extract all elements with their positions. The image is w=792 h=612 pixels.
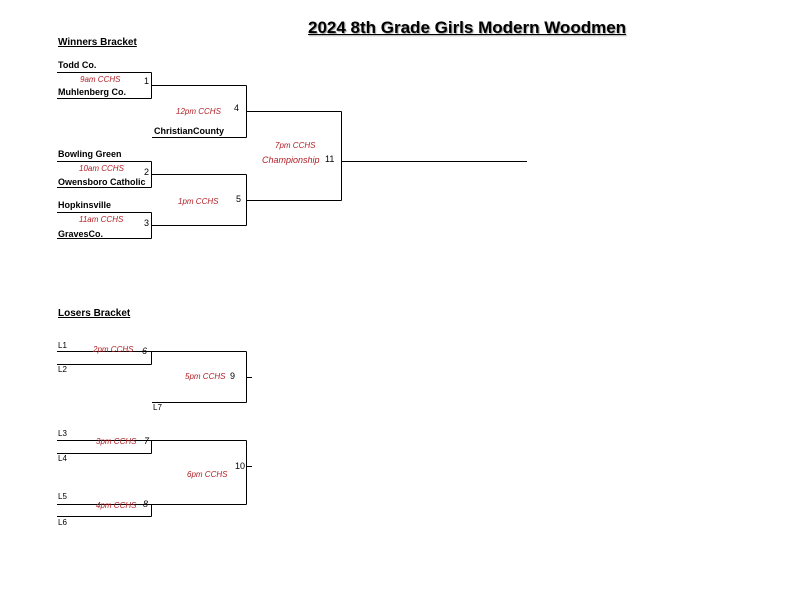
game-8-time: 4pm CCHS: [96, 501, 137, 510]
slot-l1: L1: [58, 341, 67, 350]
slot-l4: L4: [58, 454, 67, 463]
team-christian-county: ChristianCounty: [154, 126, 225, 136]
game-11-number: 11: [325, 154, 335, 164]
slot-l6: L6: [58, 518, 67, 527]
game-9-time: 5pm CCHS: [185, 372, 226, 381]
game-7-number: 7: [144, 436, 150, 446]
game-7-time: 3pm CCHS: [96, 437, 137, 446]
game-5-number: 5: [236, 194, 242, 204]
team-muhlenberg-co: Muhlenberg Co.: [58, 87, 126, 97]
slot-l3: L3: [58, 429, 67, 438]
game-11-time: 7pm CCHS: [275, 141, 316, 150]
team-hopkinsville: Hopkinsville: [58, 200, 112, 210]
game-10-time: 6pm CCHS: [187, 470, 228, 479]
game-9-number: 9: [230, 371, 236, 381]
game-8-number: 8: [143, 499, 149, 509]
game-3-time: 11am CCHS: [79, 215, 124, 224]
slot-l7: L7: [153, 403, 162, 412]
game-10-number: 10: [235, 461, 246, 471]
team-todd-co: Todd Co.: [58, 60, 97, 70]
team-graves-co: GravesCo.: [58, 229, 104, 239]
game-6-time: 2pm CCHS: [93, 345, 134, 354]
game-4-time: 12pm CCHS: [176, 107, 221, 116]
slot-l2: L2: [58, 365, 67, 374]
game-1-number: 1: [144, 76, 150, 86]
losers-bracket-heading: Losers Bracket: [58, 308, 131, 319]
slot-l5: L5: [58, 492, 67, 501]
game-3-number: 3: [144, 218, 150, 228]
page-title: 2024 8th Grade Girls Modern Woodmen: [308, 18, 627, 37]
game-5-time: 1pm CCHS: [178, 197, 219, 206]
game-2-time: 10am CCHS: [79, 164, 124, 173]
championship-label: Championship: [262, 155, 320, 165]
game-4-number: 4: [234, 103, 240, 113]
team-bowling-green: Bowling Green: [58, 149, 122, 159]
game-2-number: 2: [144, 167, 150, 177]
team-owensboro-catholic: Owensboro Catholic: [58, 177, 146, 187]
game-6-number: 6: [142, 346, 148, 356]
game-1-time: 9am CCHS: [80, 75, 121, 84]
winners-bracket-heading: Winners Bracket: [58, 37, 137, 48]
